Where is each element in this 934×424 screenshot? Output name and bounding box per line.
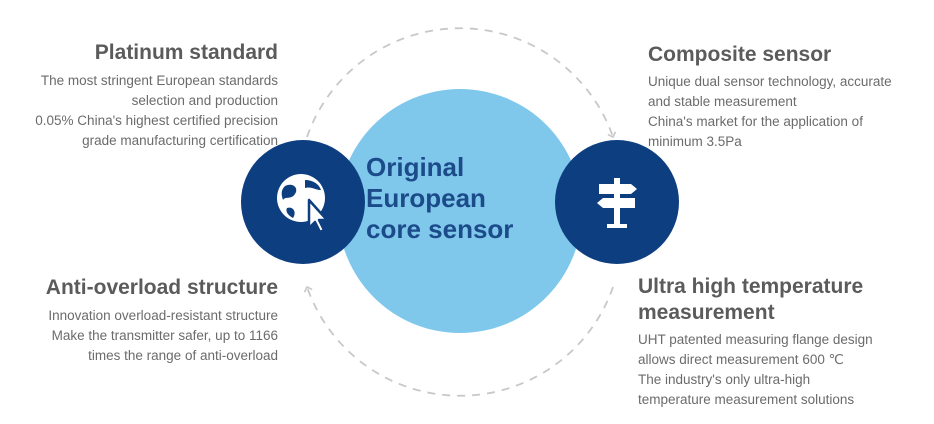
globe-cursor-icon [277,174,329,234]
antioverload-line-3: times the range of anti-overload [88,348,278,363]
ultrahigh-title-line-2: measurement [638,301,775,324]
ultrahigh-line-4: temperature measurement solutions [638,392,855,407]
antioverload-title: Anti-overload structure [45,276,278,299]
platinum-block: Platinum standard The most stringent Eur… [0,40,278,151]
center-line-2: European [366,183,486,213]
center-line-3: core sensor [366,214,514,244]
ultrahigh-line-3: The industry's only ultra-high [638,372,811,387]
antioverload-block: Anti-overload structure Innovation overl… [0,275,278,366]
platinum-line-2: selection and production [131,93,278,108]
platinum-line-1: The most stringent European standards [40,73,278,88]
center-circle [338,89,582,333]
signpost-icon [597,178,637,228]
composite-block: Composite sensor Unique dual sensor tech… [648,42,932,152]
composite-title: Composite sensor [648,43,832,66]
composite-line-4: minimum 3.5Pa [648,134,742,149]
composite-line-1: Unique dual sensor technology, accurate [648,74,892,89]
center-label: Original European core sensor [366,152,556,245]
composite-line-2: and stable measurement [648,94,797,109]
top-dashed-arc [306,27,617,139]
ultrahigh-title-line-1: Ultra high temperature [638,275,864,298]
platinum-title: Platinum standard [94,41,278,64]
ultrahigh-line-1: UHT patented measuring flange design [638,332,873,347]
ultrahigh-line-2: allows direct measurement 600 ℃ [638,352,844,367]
antioverload-line-1: Innovation overload-resistant structure [48,308,278,323]
platinum-line-4: grade manufacturing certification [82,133,278,148]
platinum-line-3: 0.05% China's highest certified precisio… [35,113,278,128]
composite-line-3: China's market for the application of [648,114,863,129]
ultrahigh-block: Ultra high temperature measurement UHT p… [638,274,932,410]
bottom-dashed-arc [303,285,614,397]
center-line-1: Original [366,152,465,182]
antioverload-line-2: Make the transmitter safer, up to 1166 [51,328,278,343]
